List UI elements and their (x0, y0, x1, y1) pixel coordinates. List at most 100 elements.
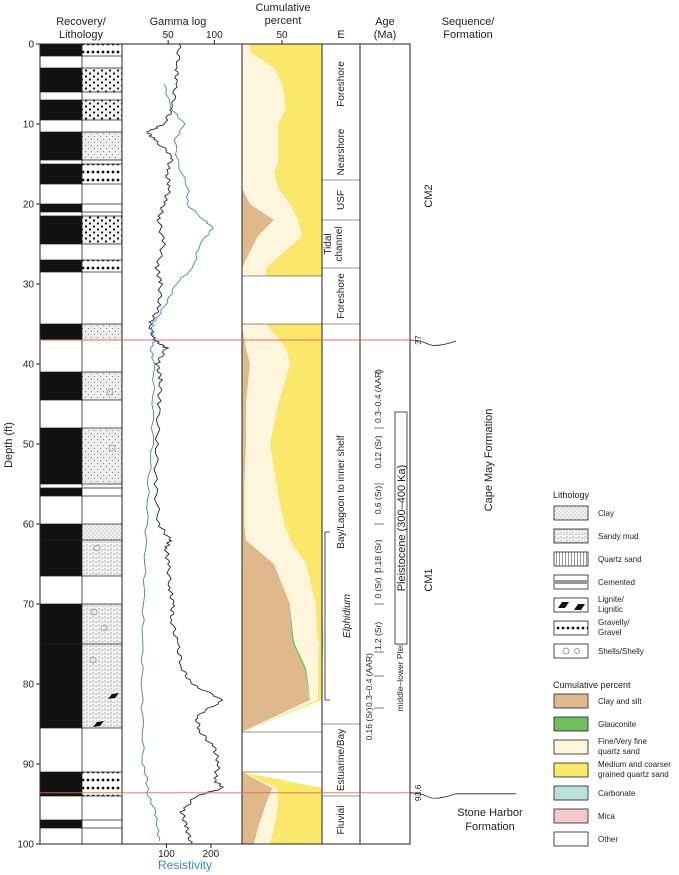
legend-lithology-label-line: Gravelly/ (598, 618, 630, 627)
age-label: 0.16 (Sr) (364, 707, 374, 740)
depth-tick-label: 60 (23, 520, 35, 531)
legend-lithology-label-line: Gravel (598, 628, 622, 637)
legend-cumulative-label-line: Mica (598, 812, 615, 821)
environment-label: Estuarine/Bay (336, 729, 347, 791)
environment-label: USF (336, 190, 347, 210)
legend-cumulative-label: Other (598, 835, 618, 844)
recovered-interval (40, 132, 82, 160)
legend-lithology-label: Clay (598, 509, 614, 518)
legend-lithology-swatch (553, 551, 589, 567)
header-env: E (337, 29, 344, 41)
recovered-interval (40, 820, 82, 828)
legend-lithology-label: Lignite/Lignitic (598, 595, 625, 614)
age-label: 0.18 (Sr) (373, 539, 383, 572)
legend-cumulative-label-line: Medium and coarser (598, 760, 671, 769)
age-label: 0.12 (Sr) (373, 435, 383, 468)
cumulative-tick-label: 50 (276, 30, 288, 41)
legend-lithology-label-line: Sandy mud (598, 532, 638, 541)
legend-cumulative-label-line: Clay and silt (598, 697, 642, 706)
lithology-interval (82, 260, 122, 272)
depth-tick-label: 90 (23, 760, 35, 771)
header-sequence-line1: Sequence/ (442, 16, 496, 28)
lithology-interval (82, 604, 122, 644)
elphidium-bracket (324, 531, 330, 701)
depth-tick-label: 20 (23, 200, 35, 211)
legend-cumulative-swatch (553, 739, 589, 755)
environment-label: Nearshore (336, 128, 347, 175)
legend-lithology-label: Gravelly/Gravel (598, 618, 630, 637)
gamma-tick-label: 50 (163, 30, 175, 41)
legend-lithology-label-line: Shells/Shelly (598, 647, 644, 656)
depth-tick-label: 50 (23, 440, 35, 451)
sequence-cm1: CM1 (423, 568, 435, 591)
legend-cumulative-label-line: Carbonate (598, 789, 636, 798)
depth-tick-label: 10 (23, 120, 35, 131)
lithology-interval (82, 164, 122, 184)
environment-label-line: Elphidium (342, 594, 353, 638)
recovered-interval (40, 372, 82, 400)
lithology-interval (82, 68, 122, 92)
pleistocene-box (394, 411, 408, 645)
gamma-tick-label: 100 (206, 30, 223, 41)
legend-cumulative-label-line: Fine/Very fine (598, 737, 647, 746)
legend-shell-shape (562, 647, 570, 655)
recovered-interval (40, 260, 82, 272)
environment-label-line: Foreshore (336, 273, 347, 319)
environment-label-line: Estuarine/Bay (336, 729, 347, 791)
environment-label: Fluvial (336, 806, 347, 835)
depth-tick-label: 0 (28, 40, 34, 51)
legend-cumulative-swatch (553, 808, 589, 824)
legend-cumulative-swatch (553, 785, 589, 801)
legend-lithology-swatch (553, 620, 589, 636)
legend-cumulative-swatch (553, 762, 589, 778)
depth-tick-label: 30 (23, 280, 35, 291)
legend-lignite-shape (558, 602, 569, 608)
legend-cumulative-label: Glauconite (598, 720, 637, 729)
legend-lithology-title: Lithology (553, 490, 590, 500)
depth-tick-label: 40 (23, 360, 35, 371)
formation-cape-may: Cape May Formation (483, 409, 495, 512)
header-recovery: Recovery/Lithology (56, 16, 106, 41)
environment-label-line: Fluvial (336, 806, 347, 835)
shell-symbol (100, 624, 108, 632)
cumulative-area (242, 44, 319, 844)
legend-lithology-swatch (553, 643, 589, 659)
legend-cumulative-label: Mica (598, 812, 615, 821)
boundary-squiggle (409, 339, 457, 346)
gamma-frame (121, 43, 243, 845)
recovered-interval (40, 644, 82, 728)
environment-label-line: channel (334, 226, 345, 261)
header-age-line2: (Ma) (374, 29, 397, 41)
header-gamma: Gamma log (150, 16, 207, 28)
lithology-interval (82, 216, 122, 244)
age-label: 0.3–0.4 (AAR) (373, 369, 383, 423)
environment-label: Foreshore (336, 273, 347, 319)
depth-tick-label: 80 (23, 680, 35, 691)
lithology-interval (82, 132, 122, 160)
legend-cumulative-label: Carbonate (598, 789, 636, 798)
age-label: 0.3–0.4 (AAR) (364, 653, 374, 707)
age-label: middle–lower Pleistocene (pollen) (395, 584, 405, 711)
lithology-interval (82, 100, 122, 120)
recovered-interval (40, 524, 82, 576)
environment-label-line: Nearshore (336, 128, 347, 175)
shell-symbol (93, 544, 101, 552)
age-label: 1.2 (Sr) (373, 622, 383, 651)
header-age-line1: Age (375, 16, 395, 28)
environment-label: Tidalchannel (323, 226, 345, 261)
formation-stone-harbor-line: Stone Harbor (457, 807, 523, 819)
legend-cumulative-title: Cumulative percent (553, 680, 631, 690)
recovered-interval (40, 428, 82, 484)
lithology-interval (82, 540, 122, 576)
environment-label-line: Tidal (323, 233, 334, 254)
shell-symbol (108, 444, 116, 452)
cumulative-gap (242, 276, 322, 324)
header-sequence-line2: Formation (443, 29, 493, 41)
recovered-interval (40, 164, 82, 184)
